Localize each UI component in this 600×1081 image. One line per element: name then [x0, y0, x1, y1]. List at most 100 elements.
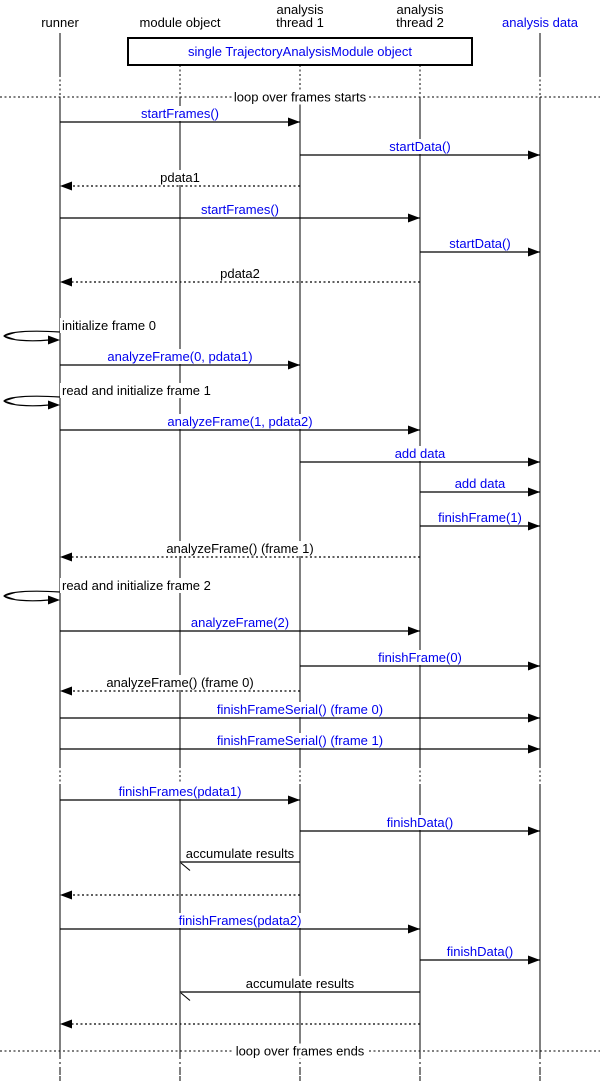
message-arrow	[420, 955, 540, 965]
diagram-label: add data	[392, 446, 449, 461]
message-arrow	[60, 626, 420, 636]
svg-text:add data: add data	[455, 476, 506, 491]
svg-text:thread 2: thread 2	[396, 15, 444, 30]
svg-text:finishFrames(pdata1): finishFrames(pdata1)	[119, 784, 242, 799]
diagram-label: finishFrame(1)	[436, 510, 524, 525]
svg-text:read and initialize frame 2: read and initialize frame 2	[62, 578, 211, 593]
svg-text:analysis data: analysis data	[502, 15, 579, 30]
svg-text:startFrames(): startFrames()	[201, 202, 279, 217]
message-arrow	[60, 924, 420, 934]
svg-text:analyzeFrame(1, pdata2): analyzeFrame(1, pdata2)	[167, 414, 312, 429]
actor-label-runner: runner	[41, 15, 79, 30]
diagram-label: loop over frames starts	[231, 89, 369, 105]
message-arrow	[300, 457, 540, 467]
svg-text:accumulate results: accumulate results	[186, 846, 295, 861]
svg-text:startData(): startData()	[449, 236, 510, 251]
svg-text:finishFrame(1): finishFrame(1)	[438, 510, 522, 525]
actor-label-analysis-data: analysis data	[502, 15, 579, 30]
diagram-label: finishData()	[384, 815, 456, 830]
svg-text:finishFrames(pdata2): finishFrames(pdata2)	[179, 913, 302, 928]
self-loop-arrow	[3, 330, 61, 345]
diagram-label: pdata2	[218, 266, 262, 281]
svg-text:initialize frame 0: initialize frame 0	[62, 318, 156, 333]
message-arrow	[180, 861, 300, 871]
diagram-label: analyzeFrame(0, pdata1)	[105, 349, 255, 364]
message-arrow	[60, 686, 300, 696]
svg-text:finishFrameSerial() (frame 0): finishFrameSerial() (frame 0)	[217, 702, 383, 717]
message-arrow	[60, 552, 420, 562]
diagram-label: accumulate results	[183, 846, 297, 861]
message-arrow	[420, 521, 540, 531]
diagram-label: startFrames()	[199, 202, 281, 217]
diagram-label: finishFrameSerial() (frame 0)	[214, 702, 386, 717]
svg-text:pdata1: pdata1	[160, 170, 200, 185]
svg-text:finishData(): finishData()	[447, 944, 513, 959]
diagram-label: finishFrameSerial() (frame 1)	[214, 733, 386, 748]
message-arrow	[60, 890, 300, 900]
message-arrow	[60, 1019, 420, 1029]
svg-text:loop over frames ends: loop over frames ends	[236, 1044, 365, 1059]
svg-text:analyzeFrame(2): analyzeFrame(2)	[191, 615, 289, 630]
message-arrow	[60, 277, 420, 287]
diagram-label: add data	[452, 476, 509, 491]
svg-text:module object: module object	[140, 15, 221, 30]
self-loop-arrow	[3, 395, 61, 410]
diagram-label: startFrames()	[139, 106, 221, 121]
diagram-label: loop over frames ends	[233, 1043, 367, 1059]
svg-text:analyzeFrame(0, pdata1): analyzeFrame(0, pdata1)	[107, 349, 252, 364]
diagram-label: analyzeFrame() (frame 1)	[164, 541, 316, 556]
svg-text:analyzeFrame() (frame 1): analyzeFrame() (frame 1)	[166, 541, 313, 556]
message-arrow	[60, 744, 540, 754]
svg-text:finishData(): finishData()	[387, 815, 453, 830]
diagram-label: finishFrame(0)	[376, 650, 464, 665]
svg-text:read and initialize frame 1: read and initialize frame 1	[62, 383, 211, 398]
svg-text:single TrajectoryAnalysisModul: single TrajectoryAnalysisModule object	[188, 44, 412, 59]
diagram-label: accumulate results	[243, 976, 357, 991]
diagram-label: finishFrames(pdata2)	[176, 913, 304, 928]
self-loop-arrow	[3, 590, 61, 605]
svg-text:accumulate results: accumulate results	[246, 976, 355, 991]
diagram-label: finishFrames(pdata1)	[116, 784, 244, 799]
diagram-label: analyzeFrame() (frame 0)	[104, 675, 256, 690]
svg-text:analysis: analysis	[397, 2, 444, 17]
svg-text:add data: add data	[395, 446, 446, 461]
message-arrow	[60, 795, 300, 805]
svg-text:finishFrameSerial() (frame 1): finishFrameSerial() (frame 1)	[217, 733, 383, 748]
message-arrow	[60, 713, 540, 723]
svg-text:startFrames(): startFrames()	[141, 106, 219, 121]
message-arrow	[420, 247, 540, 257]
diagram-label: read and initialize frame 1	[60, 383, 213, 398]
message-arrow	[60, 117, 300, 127]
diagram-label: pdata1	[158, 170, 202, 185]
message-arrow	[300, 150, 540, 160]
message-arrow	[300, 826, 540, 836]
diagram-label: startData()	[387, 139, 453, 154]
diagram-label: single TrajectoryAnalysisModule object	[188, 44, 412, 59]
message-arrow	[60, 213, 420, 223]
svg-text:analysis: analysis	[277, 2, 324, 17]
diagram-label: analyzeFrame(1, pdata2)	[165, 414, 315, 429]
diagram-label: read and initialize frame 2	[60, 578, 213, 593]
diagram-label: startData()	[447, 236, 513, 251]
object-box	[127, 37, 473, 66]
message-arrow	[180, 991, 420, 1001]
svg-text:finishFrame(0): finishFrame(0)	[378, 650, 462, 665]
diagram-label: analyzeFrame(2)	[188, 615, 292, 630]
message-arrow	[60, 181, 300, 191]
svg-text:thread 1: thread 1	[276, 15, 324, 30]
message-arrow	[420, 487, 540, 497]
svg-text:pdata2: pdata2	[220, 266, 260, 281]
message-arrow	[60, 360, 300, 370]
diagram-label: initialize frame 0	[60, 318, 158, 333]
message-arrow	[300, 661, 540, 671]
svg-text:startData(): startData()	[389, 139, 450, 154]
svg-text:analyzeFrame() (frame 0): analyzeFrame() (frame 0)	[106, 675, 253, 690]
actor-label-module-object: module object	[140, 15, 221, 30]
svg-text:loop over frames starts: loop over frames starts	[234, 90, 367, 105]
svg-text:runner: runner	[41, 15, 79, 30]
message-arrow	[60, 425, 420, 435]
